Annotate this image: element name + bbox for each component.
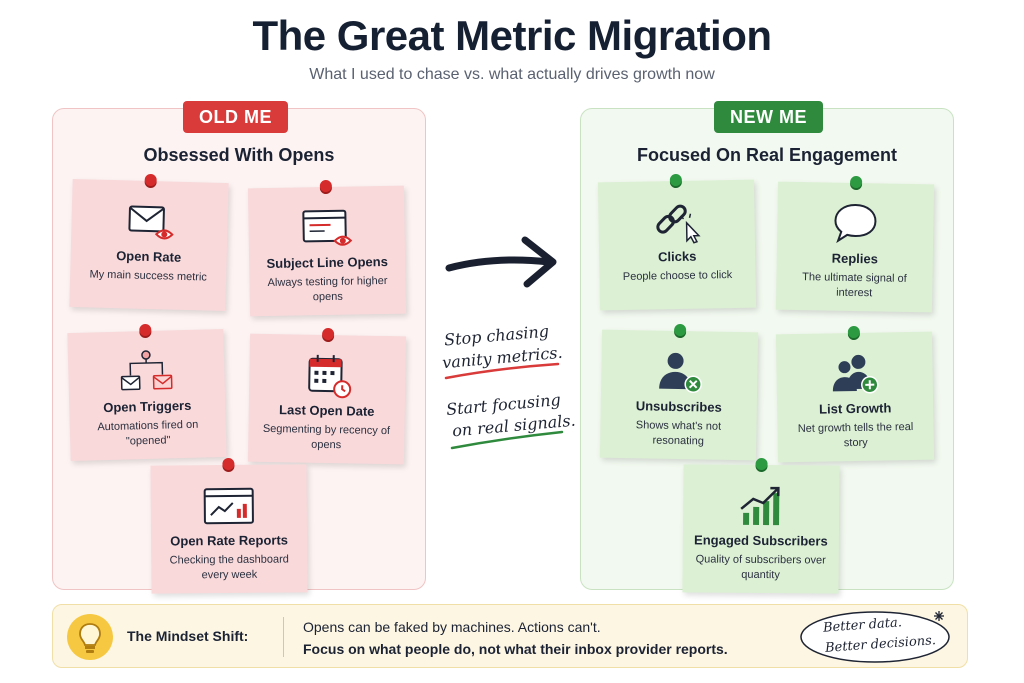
note-title: Open Triggers — [103, 397, 192, 416]
note-title: Engaged Subscribers — [694, 532, 828, 549]
sparkle-icon — [934, 611, 944, 621]
banner-divider — [283, 617, 284, 657]
note-description: Quality of subscribers over quantity — [695, 553, 826, 582]
old-me-badge: OLD ME — [183, 101, 288, 133]
note-open-rate-reports: Open Rate Reports Checking the dashboard… — [150, 457, 308, 594]
pin-icon — [850, 175, 863, 189]
banner-text-bold: Focus on what people do, not what their … — [303, 641, 728, 657]
new-me-panel: NEW ME Focused On Real Engagement Clicks… — [580, 101, 954, 594]
browser-eye-icon — [302, 209, 353, 246]
note-description: Net growth tells the real story — [797, 420, 914, 450]
note-description: My main success metric — [89, 268, 207, 284]
old-me-panel: OLD ME Obsessed With Opens Open Rate My … — [52, 101, 426, 594]
mindset-shift-banner: The Mindset Shift: Opens can be faked by… — [52, 604, 968, 668]
lightbulb-icon — [79, 623, 101, 653]
dashboard-chart-icon — [203, 487, 254, 525]
pin-icon — [319, 179, 332, 193]
note-title: Clicks — [657, 248, 697, 265]
pin-icon — [139, 323, 152, 337]
banner-text: Opens can be faked by machines. Actions … — [303, 619, 601, 635]
note-description: Segmenting by recency of opens — [262, 422, 391, 452]
note-title: Subject Line Opens — [266, 253, 388, 272]
arrow-right-icon — [445, 236, 557, 288]
user-remove-icon — [659, 352, 702, 393]
note-title: Open Rate Reports — [170, 532, 289, 549]
note-title: List Growth — [818, 400, 892, 417]
handwritten-bubble — [800, 611, 950, 663]
pin-icon — [755, 457, 768, 471]
handwritten-underlines — [444, 362, 564, 450]
note-list-growth: List Growth Net growth tells the real st… — [775, 325, 935, 463]
page-title: The Great Metric Migration — [252, 12, 772, 59]
note-engaged-subscribers: Engaged Subscribers Quality of subscribe… — [682, 457, 840, 594]
page-subtitle: What I used to chase vs. what actually d… — [309, 66, 715, 83]
note-clicks: Clicks People choose to click — [597, 173, 757, 311]
note-description: The ultimate signal of interest — [802, 271, 907, 300]
envelope-eye-icon — [128, 205, 174, 240]
lightbulb-icon-bg — [67, 614, 113, 660]
note-open-triggers: Open Triggers Automations fired on "open… — [67, 323, 227, 462]
note-description: People choose to click — [622, 269, 733, 283]
calendar-clock-icon — [308, 354, 352, 399]
new-panel-heading: Focused On Real Engagement — [636, 145, 898, 165]
note-title: Last Open Date — [278, 402, 375, 419]
pin-icon — [222, 457, 235, 471]
pin-icon — [144, 173, 157, 187]
link-cursor-icon — [656, 204, 701, 244]
workflow-envelopes-icon — [120, 350, 173, 391]
note-open-rate: Open Rate My main success metric — [69, 173, 229, 312]
note-description: Always testing for higher opens — [267, 274, 388, 304]
new-me-badge: NEW ME — [714, 101, 823, 133]
pin-icon — [669, 173, 682, 187]
growth-chart-icon — [740, 486, 780, 526]
note-replies: Replies The ultimate signal of interest — [775, 175, 935, 313]
pin-icon — [674, 323, 687, 337]
note-last-open-date: Last Open Date Segmenting by recency of … — [247, 327, 407, 465]
note-title: Open Rate — [115, 248, 182, 265]
note-subject-line-opens: Subject Line Opens Always testing for hi… — [247, 179, 407, 317]
note-title: Replies — [831, 250, 879, 267]
note-description: Shows what's not resonating — [635, 419, 722, 448]
pin-icon — [322, 327, 335, 341]
note-title: Unsubscribes — [635, 398, 722, 415]
note-unsubscribes: Unsubscribes Shows what's not resonating — [599, 323, 759, 461]
speech-bubble-icon — [834, 204, 877, 244]
users-add-icon — [832, 354, 879, 394]
banner-label: The Mindset Shift: — [127, 628, 249, 644]
note-description: Automations fired on "opened" — [97, 418, 199, 448]
pin-icon — [847, 325, 860, 339]
note-description: Checking the dashboard every week — [169, 553, 289, 582]
old-panel-heading: Obsessed With Opens — [143, 145, 335, 165]
